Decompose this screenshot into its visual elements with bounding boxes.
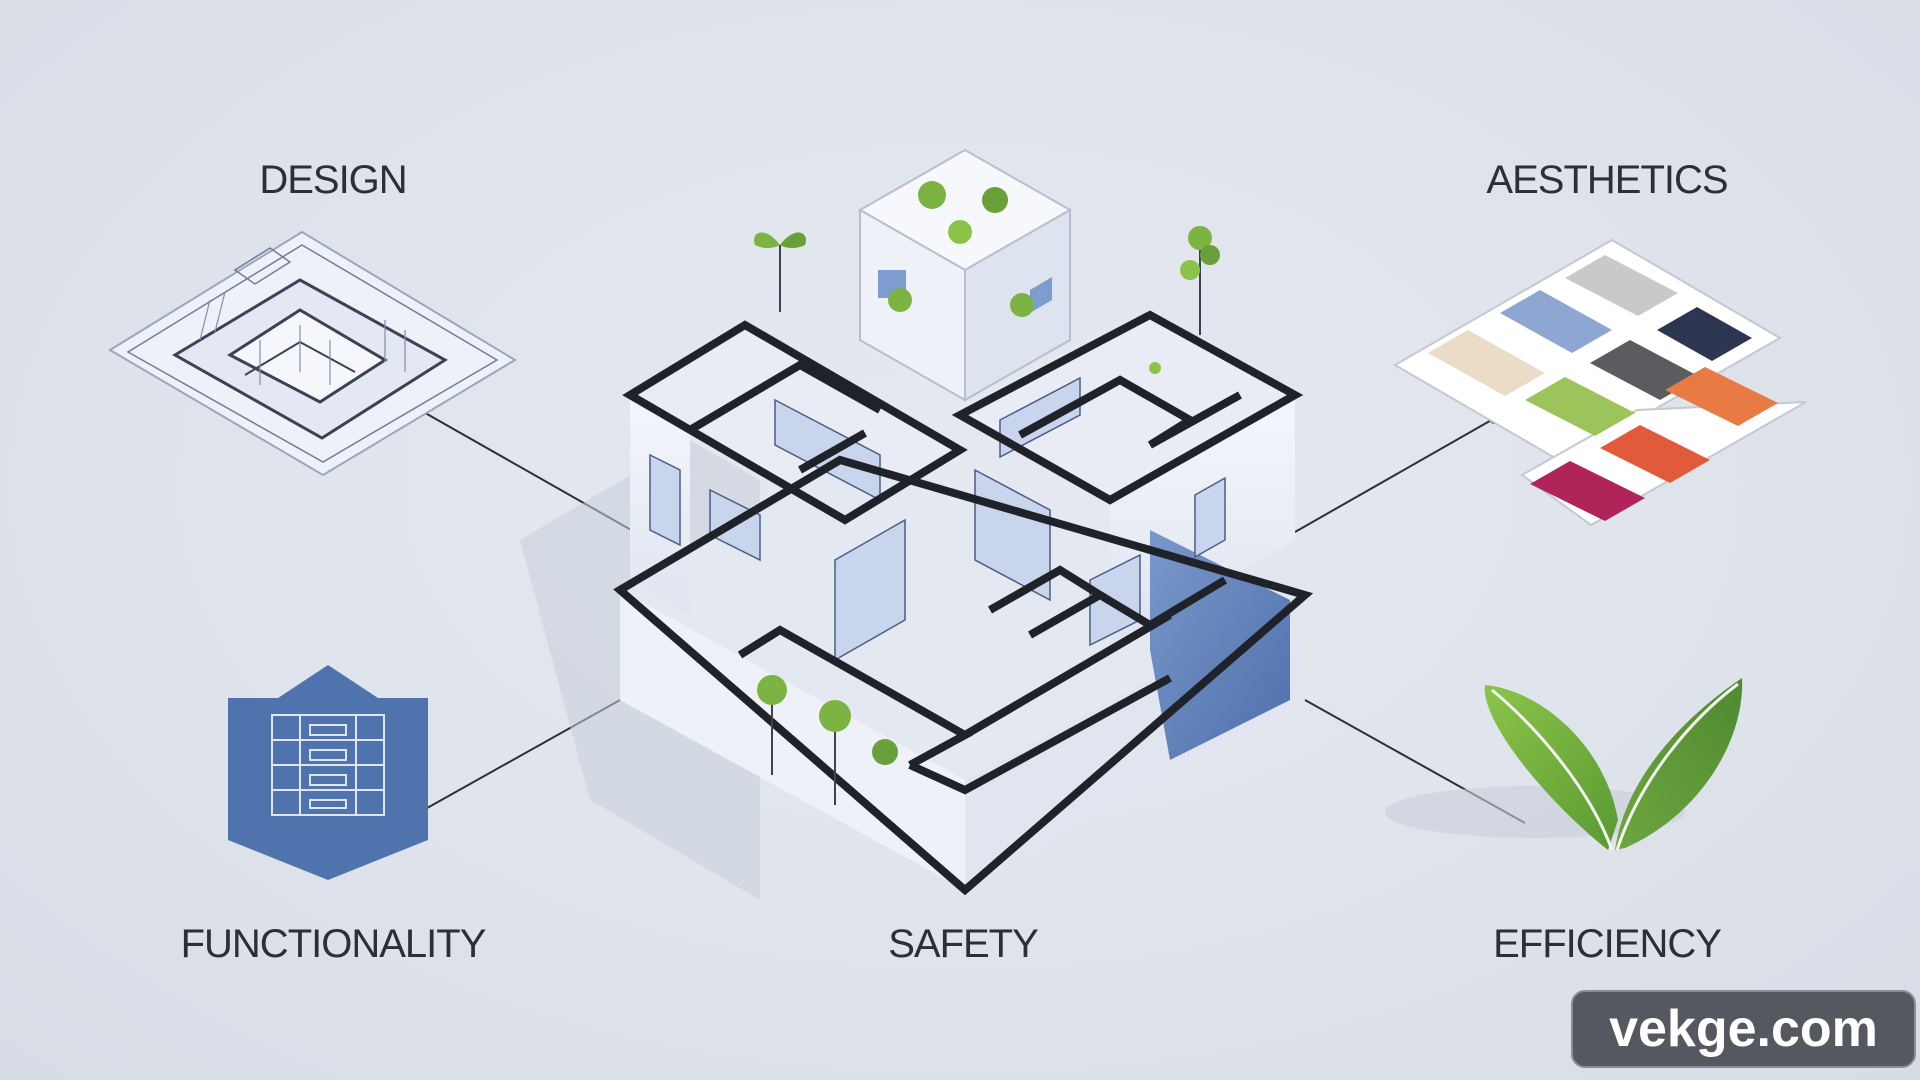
floor-plan-icon: [108, 230, 517, 477]
label-aesthetics: AESTHETICS: [1486, 158, 1728, 202]
label-functionality: FUNCTIONALITY: [180, 922, 487, 966]
connector-aesthetics: [1294, 417, 1496, 533]
watermark-badge: vekge.com: [1571, 990, 1916, 1068]
tree-decorations: [754, 181, 1220, 805]
label-design: DESIGN: [259, 158, 407, 202]
label-safety: SAFETY: [888, 922, 1039, 966]
leaf-icon: [1385, 678, 1743, 851]
shield-icon: [228, 665, 428, 880]
color-palette-icon: [1393, 238, 1807, 527]
watermark-text: vekge.com: [1609, 1000, 1878, 1058]
building-icon: [520, 148, 1314, 900]
label-efficiency: EFFICIENCY: [1493, 922, 1722, 966]
